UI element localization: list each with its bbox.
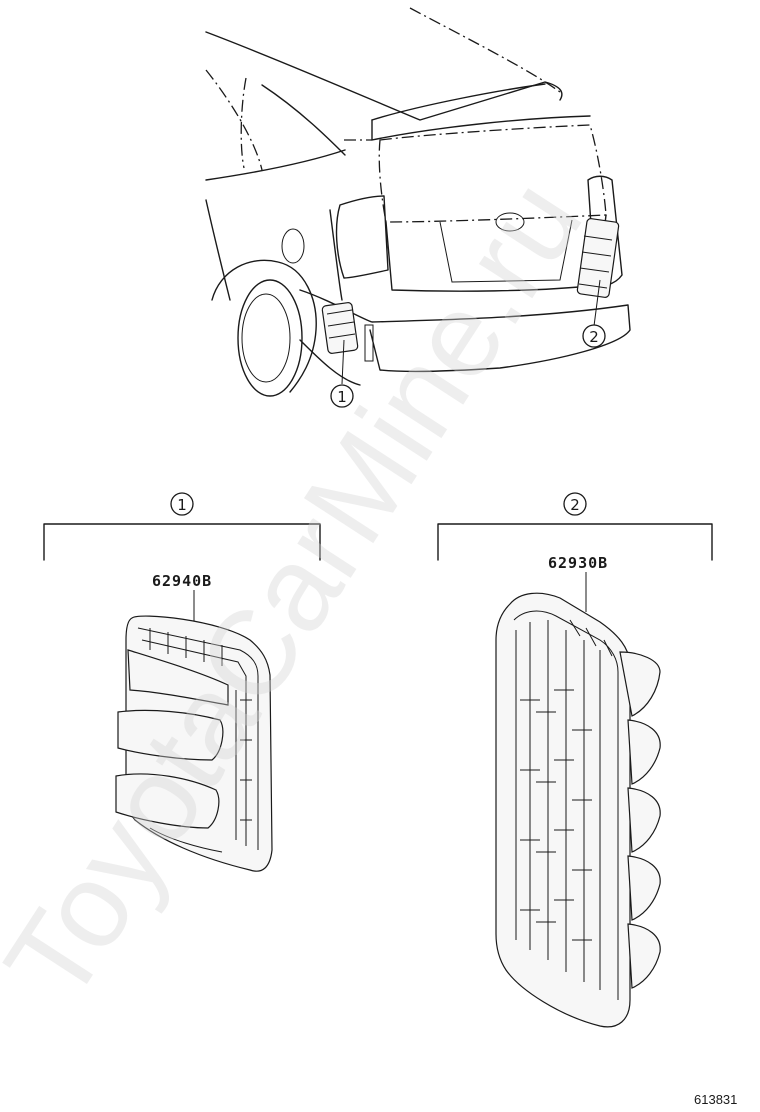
group-2-bracket xyxy=(437,523,713,561)
group-1-callout xyxy=(170,492,194,516)
vent-part-62930B xyxy=(495,592,661,1028)
part-number-62930B: 62930B xyxy=(548,554,608,572)
car-rear-illustration: 1 2 xyxy=(205,7,631,408)
part-number-62940B: 62940B xyxy=(152,572,212,590)
car-callout-1-label: 1 xyxy=(337,388,347,406)
group-2: 2 62930B xyxy=(437,492,713,1028)
group-1: 1 62940B xyxy=(43,492,321,872)
group-1-bracket xyxy=(43,523,321,561)
car-callout-2-label: 2 xyxy=(589,328,599,346)
group-2-callout-label: 2 xyxy=(570,496,580,514)
group-2-callout xyxy=(563,492,587,516)
vent-part-62940B xyxy=(115,615,273,872)
group-1-callout-label: 1 xyxy=(177,496,187,514)
car-callout-2 xyxy=(582,324,606,348)
figure-number: 613831 xyxy=(694,1092,737,1107)
car-callout-1 xyxy=(330,384,354,408)
